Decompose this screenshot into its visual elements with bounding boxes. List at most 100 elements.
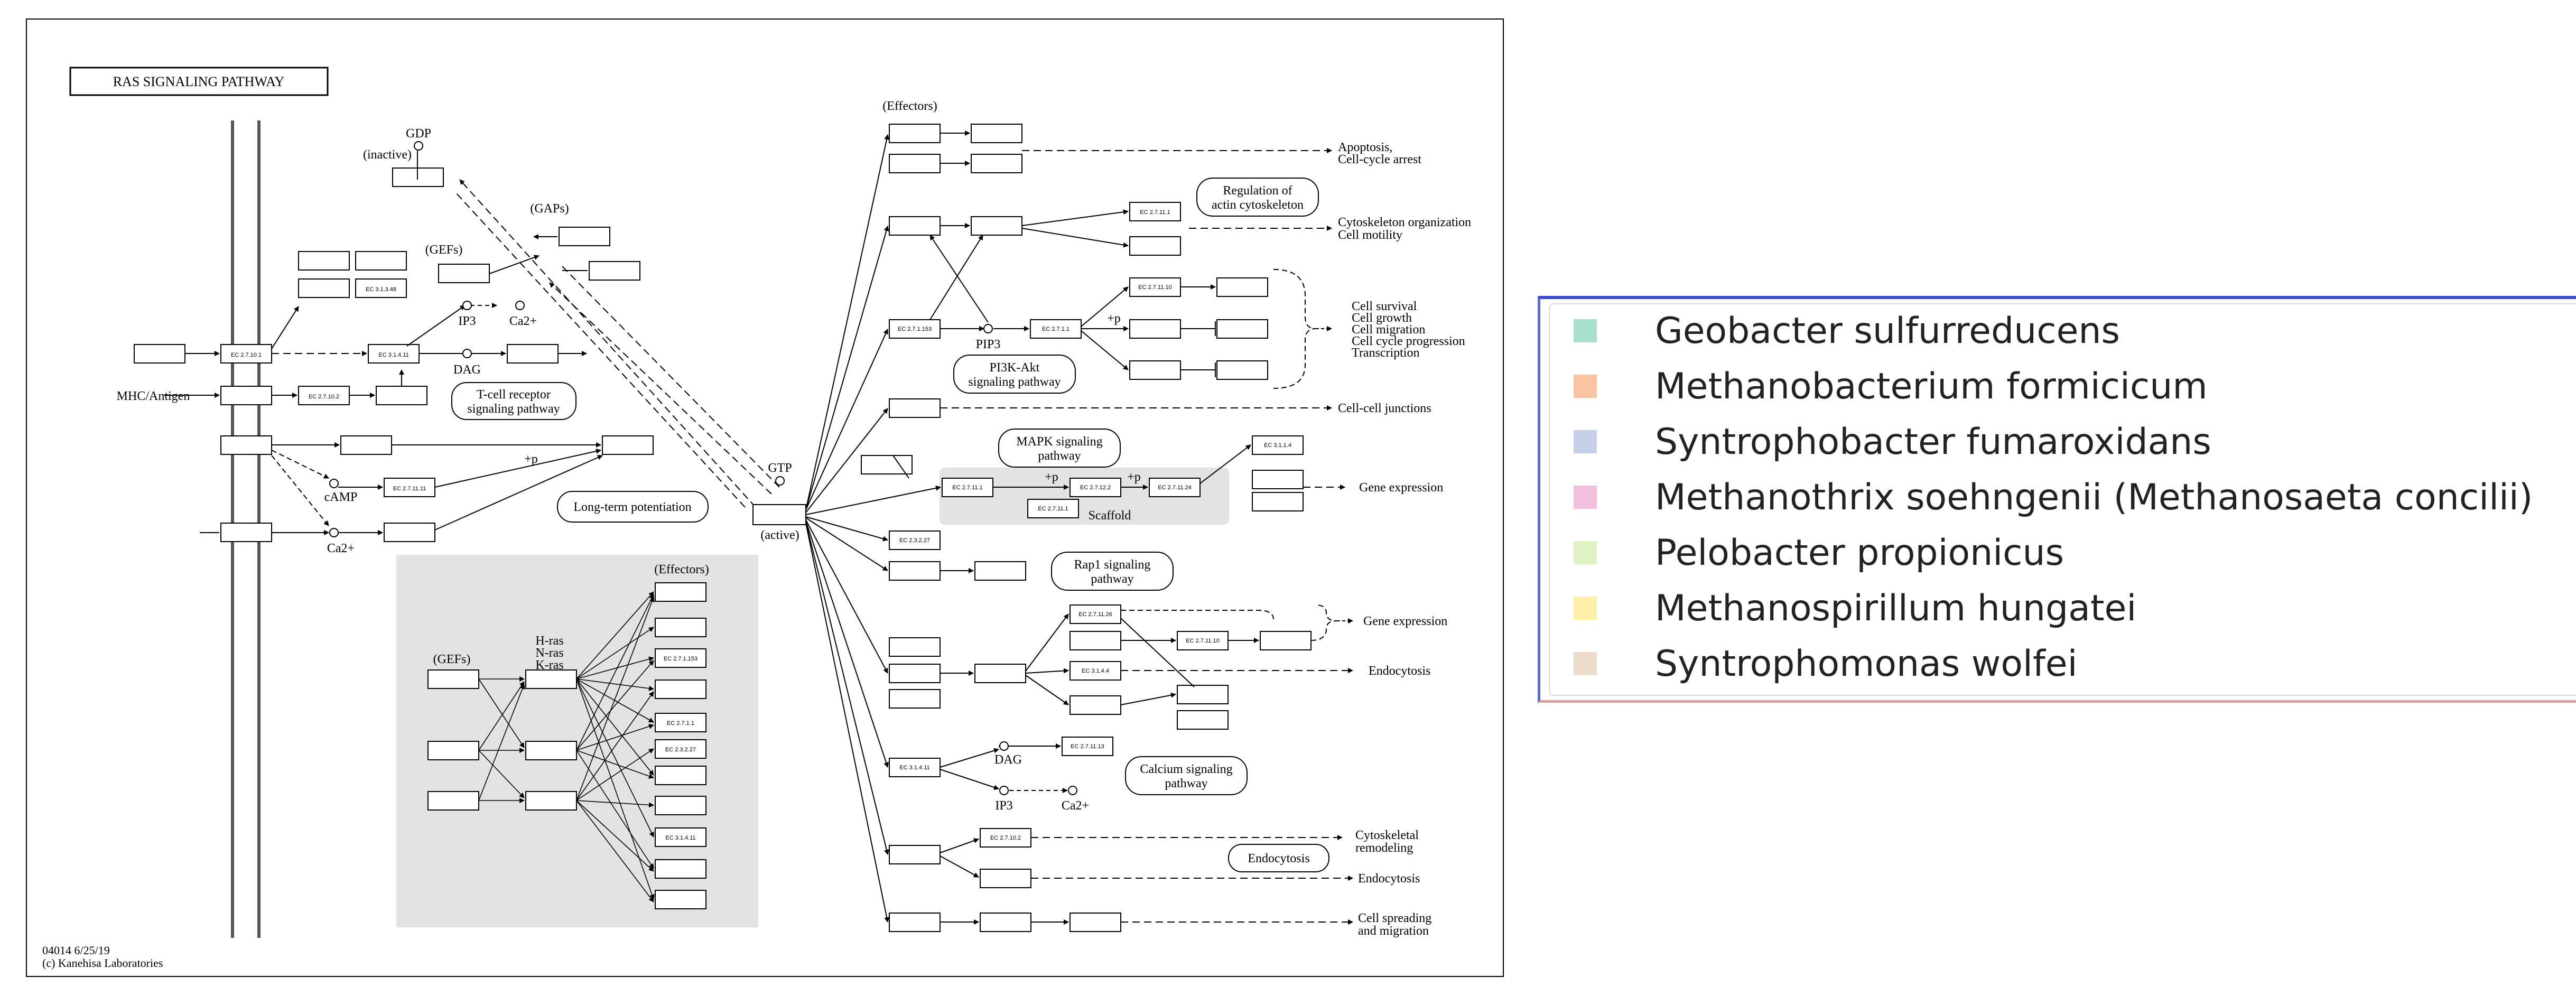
ec-label: EC 3.1.3.48 — [366, 286, 396, 293]
ltp-label: Long-term potentiation — [573, 500, 691, 514]
legend-label: Methanospirillum hungatei — [1655, 587, 2137, 629]
mapk-label-1: MAPK signaling — [1016, 435, 1102, 449]
legend-item: Geobacter sulfurreducens — [1574, 304, 2120, 357]
reg-actin-label-1: Regulation of — [1223, 184, 1292, 198]
ec-label: EC 3.1.4.11 — [899, 765, 929, 771]
pi3k-label-1: PI3K-Akt — [990, 361, 1040, 375]
ip3-label: IP3 — [458, 314, 476, 328]
ec-label: EC 2.7.10.1 — [231, 352, 262, 358]
legend-swatch — [1574, 652, 1597, 675]
legend-item: Pelobacter propionicus — [1574, 526, 2064, 579]
effector-boxes — [861, 124, 1312, 932]
species-legend: Geobacter sulfurreducens Methanobacteriu… — [1538, 296, 2576, 703]
pip3-label: PIP3 — [976, 338, 1001, 351]
ec-label: EC 2.7.11.1 — [1038, 506, 1068, 512]
svg-text:and migration: and migration — [1358, 924, 1429, 938]
ec-label: EC 2.7.1.153 — [898, 326, 932, 332]
inactive-label: (inactive) — [363, 148, 412, 162]
isoform-boxes — [427, 582, 706, 909]
calcium-label-2: pathway — [1165, 777, 1207, 790]
ec-label: EC 2.7.10.2 — [309, 394, 339, 400]
isoform-connectors — [478, 591, 655, 902]
ec-label: EC 2.7.11.1 — [1140, 209, 1170, 216]
ec-label: EC 2.7.1.153 — [664, 656, 698, 662]
svg-text:Cell-cell junctions: Cell-cell junctions — [1338, 402, 1431, 415]
ras-gtp-box — [752, 504, 806, 525]
legend-swatch — [1574, 375, 1597, 398]
tcell-pathway-link[interactable] — [451, 382, 576, 420]
gefs-label: (GEFs) — [425, 243, 463, 257]
svg-text:Apoptosis,: Apoptosis, — [1338, 141, 1392, 154]
small-molecules — [329, 141, 785, 537]
ec-label: EC 3.1.4.11 — [378, 352, 408, 358]
ip3-label: IP3 — [995, 799, 1012, 813]
ca2-label: Ca2+ — [327, 542, 355, 555]
pi3k-label-2: signaling pathway — [968, 375, 1061, 389]
svg-text:Endocytosis: Endocytosis — [1358, 872, 1420, 886]
pathway-link-pills[interactable] — [953, 178, 1329, 872]
ec-label: EC 2.7.11.11 — [393, 486, 426, 492]
svg-text:Cell cycle progression: Cell cycle progression — [1352, 334, 1465, 348]
svg-text:Gene expression: Gene expression — [1359, 481, 1443, 495]
diagram-title: RAS SIGNALING PATHWAY — [113, 74, 285, 89]
reg-actin-label-2: actin cytoskeleton — [1212, 198, 1304, 212]
legend-item: Methanospirillum hungatei — [1574, 582, 2136, 635]
gtp-label: GTP — [768, 461, 792, 475]
svg-text:Cytoskeletal: Cytoskeletal — [1355, 829, 1419, 842]
ec-label: EC 2.7.1.1 — [1042, 326, 1070, 332]
ec-label: EC 3.1.1.4 — [1264, 442, 1291, 449]
effectors-label: (Effectors) — [654, 563, 709, 576]
ec-label: EC 2.7.12.2 — [1080, 485, 1111, 491]
endocytosis-link-label: Endocytosis — [1248, 852, 1309, 865]
tcell-label-1: T-cell receptor — [477, 388, 551, 402]
title-box — [69, 67, 329, 96]
tcell-label-2: signaling pathway — [467, 402, 560, 416]
ca2-label: Ca2+ — [509, 314, 537, 328]
legend-item: Syntrophobacter fumaroxidans — [1574, 415, 2211, 468]
ec-label: EC 2.3.2.27 — [665, 747, 696, 753]
legend-item: Syntrophomonas wolfei — [1574, 637, 2078, 690]
phospho-label: +p — [1107, 312, 1121, 325]
copyright: (c) Kanehisa Laboratories — [42, 956, 163, 970]
svg-text:Cytoskeleton organization: Cytoskeleton organization — [1338, 216, 1471, 229]
svg-text:Gene expression: Gene expression — [1363, 615, 1447, 628]
mhc-antigen-label: MHC/Antigen — [117, 389, 190, 403]
legend-label: Geobacter sulfurreducens — [1655, 310, 2120, 352]
diagram-id: 04014 6/25/19 — [42, 944, 110, 957]
rap1-label-2: pathway — [1091, 572, 1133, 586]
ltp-pathway-link[interactable] — [557, 491, 709, 523]
legend-label: Pelobacter propionicus — [1655, 532, 2064, 574]
ras-pathway-diagram: RAS SIGNALING PATHWAY EC 2.7.10.1 EC 3.1… — [26, 18, 1504, 977]
legend-item: Methanobacterium formicicum — [1574, 360, 2208, 413]
calcium-label-1: Calcium signaling — [1140, 762, 1232, 776]
legend-swatch — [1574, 319, 1597, 342]
phospho-label: +p — [524, 452, 538, 466]
dag-label: DAG — [994, 753, 1022, 767]
svg-text:Endocytosis: Endocytosis — [1369, 664, 1430, 678]
svg-text:Cell motility: Cell motility — [1338, 228, 1402, 242]
legend-swatch — [1574, 597, 1597, 620]
ec-label: EC 2.7.11.26 — [1078, 611, 1112, 618]
svg-text:Cell-cycle arrest: Cell-cycle arrest — [1338, 153, 1421, 166]
nras-label: N-ras — [535, 646, 563, 660]
gefs-label: (GEFs) — [433, 653, 471, 666]
dag-label: DAG — [453, 363, 481, 377]
phospho-label: +p — [1045, 470, 1058, 484]
legend-swatch — [1574, 486, 1597, 509]
mapk-label-2: pathway — [1038, 449, 1081, 463]
svg-text:remodeling: remodeling — [1355, 841, 1413, 855]
svg-text:Cell survival: Cell survival — [1352, 300, 1417, 313]
legend-label: Syntrophobacter fumaroxidans — [1655, 421, 2211, 463]
ec-label: EC 2.7.11.24 — [1158, 485, 1191, 491]
ec-label: EC 3.1.4.4 — [1082, 668, 1109, 674]
legend-label: Methanothrix soehngenii (Methanosaeta co… — [1655, 476, 2533, 518]
ec-label: EC 2.7.11.1 — [952, 485, 982, 491]
gdp-label: GDP — [406, 127, 431, 141]
ec-label: EC 2.7.11.13 — [1071, 743, 1104, 750]
scaffold-label: Scaffold — [1089, 509, 1131, 523]
camp-label: cAMP — [324, 490, 358, 504]
ec-label: EC 2.7.1.1 — [667, 720, 694, 727]
legend-label: Methanobacterium formicicum — [1655, 365, 2208, 407]
phospho-label: +p — [1127, 470, 1141, 484]
effectors-label: (Effectors) — [882, 99, 937, 113]
